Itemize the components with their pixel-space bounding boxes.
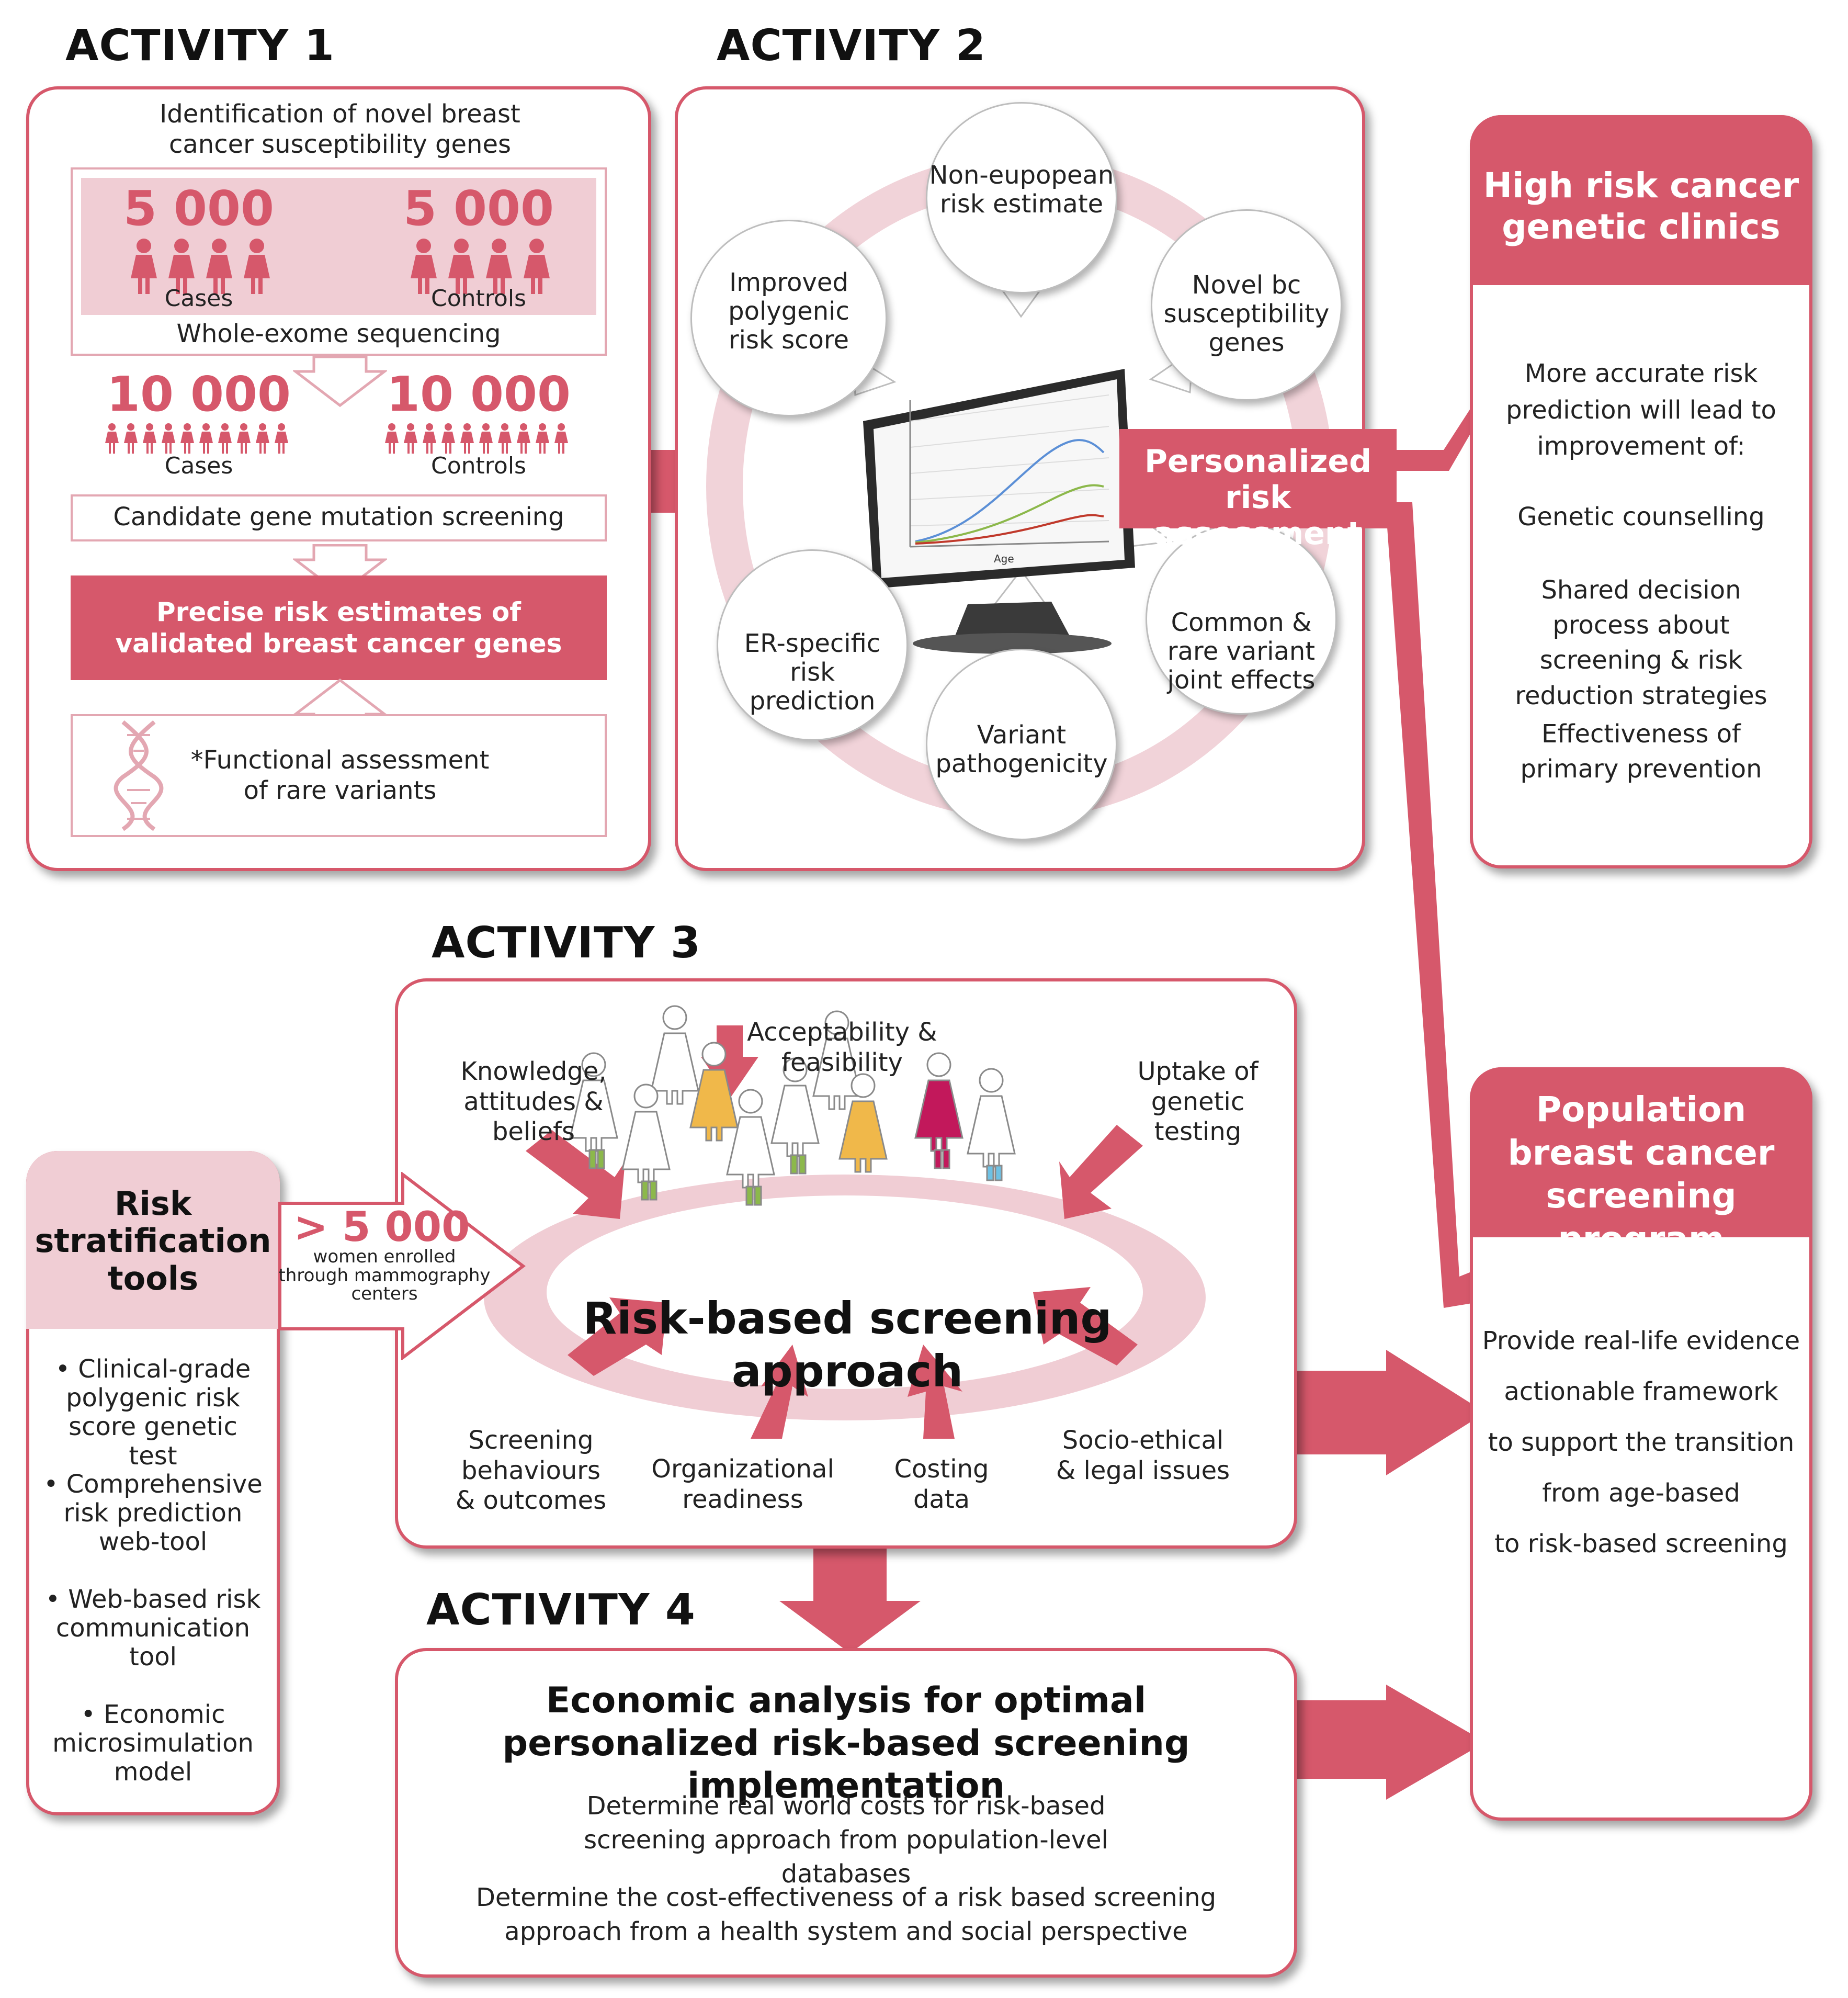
arrow-a3-to-pop xyxy=(1297,1350,1486,1475)
stage1-cases-count: 5 000 xyxy=(123,180,275,236)
circle-non-european: Non-eupopean risk estimate xyxy=(926,102,1117,294)
enroll-arrow xyxy=(278,1172,526,1360)
population-line5: to risk-based screening xyxy=(1494,1529,1788,1559)
factor-screening-behaviours: Screening behaviours & outcomes xyxy=(455,1426,607,1516)
monitor-icon xyxy=(863,369,1135,654)
risk-tool-item3: • Web-based risk communication tool xyxy=(45,1585,261,1672)
stage1-cases-label: Cases xyxy=(164,285,233,312)
risk-tools-list: • Clinical-grade polygenic risk score ge… xyxy=(42,1354,264,1800)
arrow-a4-to-pop xyxy=(1297,1685,1486,1800)
risk-tool-item2: • Comprehensive risk prediction web-tool xyxy=(43,1470,263,1557)
population-line1: Provide real-life evidence xyxy=(1482,1326,1800,1356)
high-risk-title: High risk cancer genetic clinics xyxy=(1470,115,1812,285)
stage2-controls-count: 10 000 xyxy=(386,366,571,422)
risk-tool-item1: • Clinical-grade polygenic risk score ge… xyxy=(55,1354,251,1471)
screening-label: Candidate gene mutation screening xyxy=(113,502,564,532)
activity4-panel xyxy=(395,1648,1297,1978)
circle-common-rare: Common & rare variant joint effects xyxy=(1146,523,1337,715)
circle-novel-bc-label: Novel bc susceptibility genes xyxy=(1163,270,1330,358)
enroll-text: women enrolled through mammography cente… xyxy=(278,1246,491,1305)
population-line4: from age-based xyxy=(1542,1478,1740,1508)
high-risk-item1: Genetic counselling xyxy=(1517,502,1765,532)
activity1-title: ACTIVITY 1 xyxy=(65,21,335,71)
factor-knowledge: Knowledge, attitudes & beliefs xyxy=(460,1057,607,1147)
arrow-to-population xyxy=(1386,502,1533,1318)
circle-common-rare-label: Common & rare variant joint effects xyxy=(1167,608,1316,695)
risk-tools-head xyxy=(26,1151,280,1329)
personalized-risk-label: Personalized risk assessment xyxy=(1119,429,1397,552)
activity2-title: ACTIVITY 2 xyxy=(717,21,986,71)
activity3-art xyxy=(484,1005,1206,1439)
risk-tool-item4: • Economic microsimulation model xyxy=(52,1700,254,1787)
circle-er-specific: ER-specific risk prediction xyxy=(717,549,908,741)
activity4-para1: Determine real world costs for risk-base… xyxy=(584,1791,1108,1889)
risk-tools-title: Risk stratification tools xyxy=(35,1184,271,1297)
activity3-title: ACTIVITY 3 xyxy=(432,918,701,968)
stage1-controls-women-icons xyxy=(411,239,550,294)
stage2-cases-label: Cases xyxy=(164,453,233,479)
high-risk-item3: Effectiveness of primary prevention xyxy=(1520,719,1762,784)
high-risk-intro: More accurate risk prediction will lead … xyxy=(1506,359,1776,461)
activity1-intro: Identification of novel breast cancer su… xyxy=(160,99,520,159)
functional-box xyxy=(71,714,607,837)
activity3-central-label: Risk-based screening approach xyxy=(583,1293,1112,1397)
circle-non-european-label: Non-eupopean risk estimate xyxy=(929,161,1114,219)
activity4-title: ACTIVITY 4 xyxy=(426,1585,696,1635)
enroll-count: > 5 000 xyxy=(293,1204,470,1251)
precise-label: Precise risk estimates of validated brea… xyxy=(115,597,562,659)
factor-socio-ethical: Socio-ethical & legal issues xyxy=(1056,1426,1230,1485)
factor-costing: Costing data xyxy=(894,1454,989,1514)
circle-polygenic: Improved polygenic risk score xyxy=(690,220,887,416)
circle-polygenic-label: Improved polygenic risk score xyxy=(728,268,849,355)
circle-er-specific-label: ER-specific risk prediction xyxy=(744,629,881,716)
screening-box xyxy=(71,494,607,541)
factor-uptake: Uptake of genetic testing xyxy=(1137,1057,1259,1147)
stage1-cases-women-icons xyxy=(131,239,270,294)
stage2-cases-count: 10 000 xyxy=(106,366,291,422)
arrow-a3-to-a4 xyxy=(779,1549,921,1653)
circle-variant-path-label: Variant pathogenicity xyxy=(935,720,1108,779)
wes-label: Whole-exome sequencing xyxy=(176,319,501,348)
population-line3: to support the transition xyxy=(1488,1428,1795,1457)
functional-label: *Functional assessment of rare variants xyxy=(190,746,490,805)
circle-variant-path: Variant pathogenicity xyxy=(926,649,1117,840)
circle-novel-bc: Novel bc susceptibility genes xyxy=(1151,209,1342,401)
factor-acceptability: Acceptability & feasibility xyxy=(747,1018,937,1077)
high-risk-item2: Shared decision process about screening … xyxy=(1515,575,1767,710)
activity4-heading: Economic analysis for optimal personaliz… xyxy=(502,1680,1190,1807)
stage1-controls-count: 5 000 xyxy=(403,180,554,236)
stage1-box xyxy=(81,178,596,315)
population-title: Population breast cancer screening progr… xyxy=(1470,1067,1812,1259)
stage1-controls-label: Controls xyxy=(431,285,526,312)
dna-icon xyxy=(114,720,164,831)
population-line2: actionable framework xyxy=(1504,1377,1778,1406)
factor-organizational: Organizational readiness xyxy=(651,1454,834,1514)
hollow-arrow-down-1 xyxy=(293,356,387,408)
stage2-controls-label: Controls xyxy=(431,453,526,479)
stage2-controls-women-icons xyxy=(385,423,568,454)
monitor-xlabel: Age xyxy=(994,552,1014,565)
stage2-cases-women-icons xyxy=(105,423,288,454)
precise-box xyxy=(71,575,607,680)
activity4-para2: Determine the cost-effectiveness of a ri… xyxy=(475,1883,1217,1946)
